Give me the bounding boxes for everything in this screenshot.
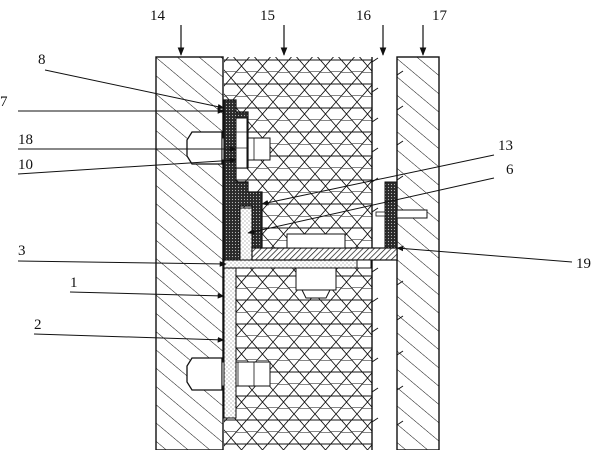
callout-17: 17 [432,8,448,24]
leader-10 [17,157,237,175]
profile-inner-slot [235,117,248,169]
stipple-horizontal-bar [223,259,358,269]
callout-6: 6 [506,162,514,178]
wall-bracket [384,181,398,249]
lower-anchor-head [186,357,223,391]
beam-clip [356,259,372,269]
callout-10: 10 [18,157,33,173]
callout-1: 1 [70,275,78,291]
leader-3 [17,260,227,267]
upper-anchor-head [186,131,223,165]
callout-2: 2 [34,317,42,333]
stipple-upper-insert [239,207,253,261]
callout-19: 19 [576,256,591,272]
leader-8 [44,69,225,110]
leader-13 [261,154,495,206]
beam-upper-block [286,233,346,249]
left-wall [155,56,224,450]
bracket-bolt [396,209,428,219]
beam-lower-block [295,267,337,291]
support-beam [251,247,398,261]
callout-18: 18 [18,132,33,148]
cavity-ticks [371,57,379,423]
right-wall-ticks [396,70,404,426]
stipple-column [223,259,237,419]
callout-3: 3 [18,243,26,259]
right-wall [396,56,440,450]
leader-1 [69,291,225,299]
callout-13: 13 [498,138,513,154]
callout-8: 8 [38,52,46,68]
callout-7: 7 [0,94,8,110]
callout-15: 15 [260,8,275,24]
callout-14: 14 [150,8,166,24]
leader-19 [396,245,573,263]
callout-16: 16 [356,8,372,24]
leader-2 [33,333,225,343]
leader-6 [247,177,495,235]
